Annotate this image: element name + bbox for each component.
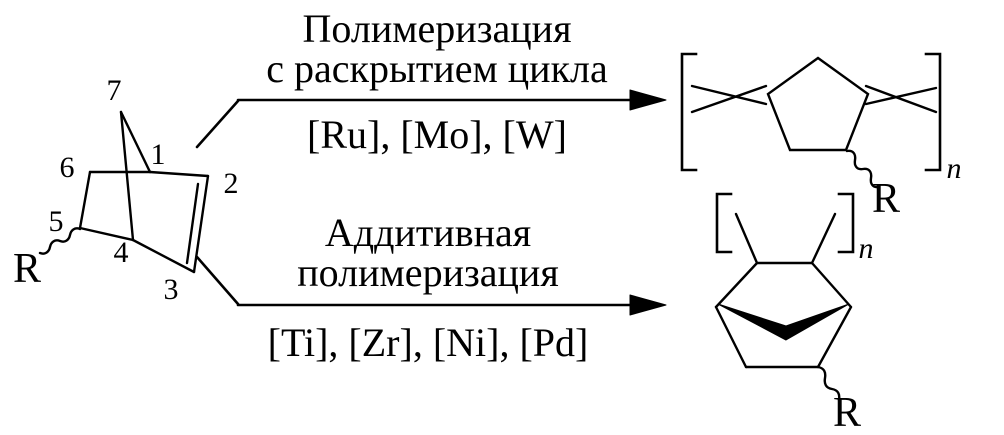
bond-right-upper xyxy=(810,261,853,309)
romp-left-bracket xyxy=(680,52,698,172)
romp-arrow-diagonal xyxy=(195,99,240,149)
bond-c7-c4 xyxy=(119,110,135,242)
addition-repeat-subscript: n xyxy=(859,232,874,265)
romp-left-double-bond-a xyxy=(690,84,768,114)
bond-left-lower xyxy=(714,305,748,369)
monomer-structure: 7 1 2 3 4 5 6 R xyxy=(13,74,239,306)
atom-number-5: 5 xyxy=(49,205,64,238)
bond-c3-c4 xyxy=(131,238,196,274)
bond-c2-c3-inner xyxy=(185,182,200,265)
romp-route: Полимеризация с раскрытием цикла [Ru], [… xyxy=(195,6,667,157)
romp-polymer-structure: n R xyxy=(680,52,962,222)
bond-left-upper xyxy=(714,261,759,309)
romp-arrowhead-icon xyxy=(629,89,667,111)
bold-bridge-wedge xyxy=(717,303,850,341)
addition-catalysts: [Ti], [Zr], [Ni], [Pd] xyxy=(268,320,589,365)
atom-number-6: 6 xyxy=(60,151,75,184)
atom-number-4: 4 xyxy=(114,236,129,269)
romp-right-double-bond-a xyxy=(864,84,938,114)
wavy-bond-c5-r xyxy=(38,227,82,255)
addition-route: Аддитивная полимеризация [Ti], [Zr], [Ni… xyxy=(195,210,667,365)
romp-repeat-subscript: n xyxy=(947,152,962,185)
romp-label-line2: с раскрытием цикла xyxy=(266,46,608,91)
monomer-r-label: R xyxy=(13,246,41,292)
bond-c4-c5 xyxy=(78,226,135,242)
atom-number-1: 1 xyxy=(151,138,166,171)
bond-c1-c2 xyxy=(148,170,210,178)
romp-label-line1: Полимеризация xyxy=(303,6,572,51)
bond-c5-c6 xyxy=(78,170,92,230)
addition-wavy-bond-r xyxy=(816,365,841,402)
romp-left-double-bond-b xyxy=(690,84,768,106)
addition-r-label: R xyxy=(833,390,861,435)
addition-arrowhead-icon xyxy=(629,294,667,316)
addition-label-line1: Аддитивная xyxy=(325,210,531,255)
addition-polymer-structure: n R xyxy=(714,192,874,435)
cyclopentane-ring xyxy=(766,56,870,152)
addition-left-bracket xyxy=(715,192,733,254)
romp-r-label: R xyxy=(872,176,900,222)
addition-label-line2: полимеризация xyxy=(297,250,558,295)
atom-number-7: 7 xyxy=(107,74,122,107)
romp-right-double-bond-b xyxy=(864,86,938,106)
bond-right-lower xyxy=(816,305,853,369)
romp-right-bracket xyxy=(924,52,942,172)
bond-c7-c1 xyxy=(119,110,152,174)
addition-right-bracket xyxy=(837,192,855,254)
romp-catalysts: [Ru], [Mo], [W] xyxy=(307,112,567,157)
addition-arrow-diagonal xyxy=(195,255,240,306)
addition-right-stem xyxy=(810,212,837,265)
addition-left-stem xyxy=(734,212,759,265)
atom-number-3: 3 xyxy=(164,273,179,306)
atom-number-2: 2 xyxy=(224,167,239,200)
romp-wavy-bond-r xyxy=(845,149,881,189)
